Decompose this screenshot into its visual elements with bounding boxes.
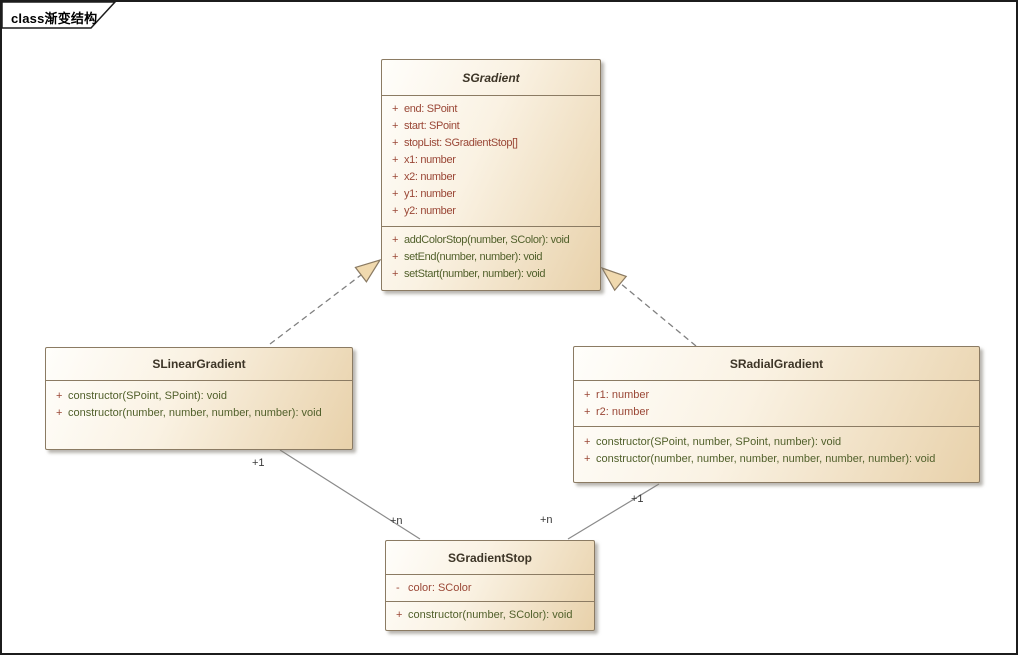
attribute-label: x2: number: [404, 171, 456, 183]
visibility-sign: +: [392, 188, 399, 200]
visibility-sign: +: [392, 251, 399, 263]
visibility-sign: +: [396, 609, 403, 621]
visibility-sign: +: [392, 137, 399, 149]
multiplicity-label-radial-target: +n: [540, 514, 553, 526]
method-label: setStart(number, number): void: [404, 268, 546, 280]
visibility-sign: +: [392, 268, 399, 280]
attribute-row[interactable]: + x1: number: [382, 152, 600, 169]
method-label: constructor(SPoint, SPoint): void: [68, 390, 227, 402]
class-box-slineargradient[interactable]: SLinearGradient + constructor(SPoint, SPo…: [45, 347, 353, 450]
methods-compartment: + addColorStop(number, SColor): void + set…: [382, 227, 600, 291]
visibility-sign: +: [392, 205, 399, 217]
attributes-compartment: + end: SPoint + start: SPoint + stopList: S…: [382, 96, 600, 227]
attribute-row[interactable]: + y2: number: [382, 203, 600, 220]
realization-radial-to-sgradient[interactable]: [600, 266, 697, 347]
method-row[interactable]: + constructor(number, SColor): void: [386, 607, 594, 624]
methods-compartment: + constructor(number, SColor): void: [386, 602, 594, 630]
attribute-label: y2: number: [404, 205, 456, 217]
visibility-sign: -: [396, 582, 400, 594]
class-name-label: SRadialGradient: [729, 356, 824, 371]
attribute-label: start: SPoint: [404, 120, 460, 132]
multiplicity-label-linear-target: +n: [390, 515, 403, 527]
frame-tab: [2, 2, 117, 29]
attribute-label: color: SColor: [408, 582, 472, 594]
visibility-sign: +: [584, 436, 591, 448]
attribute-row[interactable]: + start: SPoint: [382, 118, 600, 135]
frame-tab-label: class渐变结构: [11, 11, 98, 26]
class-box-sradialgradient[interactable]: SRadialGradient +r1: number +r2: number …: [573, 346, 980, 483]
association-radial-to-stop[interactable]: [567, 483, 660, 540]
attribute-label: r1: number: [596, 389, 650, 401]
attributes-compartment: + r1: number + r2: number: [574, 381, 979, 427]
method-row[interactable]: + constructor(number, number, number, num…: [46, 405, 352, 422]
class-title: SLinearGradient: [46, 348, 352, 381]
multiplicity-label-linear-source: +1: [252, 457, 265, 469]
visibility-sign: +: [392, 171, 399, 183]
association-linear-to-stop[interactable]: [279, 449, 421, 540]
realization-linear-to-sgradient[interactable]: [269, 258, 382, 345]
attribute-row[interactable]: -color: SColor: [386, 580, 594, 597]
generalization-arrow-icon: [600, 266, 628, 292]
visibility-sign: +: [584, 406, 591, 418]
method-label: constructor(SPoint, number, SPoint, numb…: [596, 436, 842, 448]
method-label: addColorStop(number, SColor): void: [404, 234, 570, 246]
visibility-sign: +: [392, 120, 399, 132]
class-name-label: SGradientStop: [447, 550, 532, 565]
methods-compartment: + constructor(SPoint, SPoint): void + cons…: [46, 381, 352, 449]
class-title: SGradient: [382, 60, 600, 96]
class-box-sgradient[interactable]: SGradient + end: SPoint + start: SPoint + s…: [381, 59, 601, 291]
attribute-label: x1: number: [404, 154, 456, 166]
class-box-sgradientstop[interactable]: SGradientStop -color: SColor + constructo…: [385, 540, 595, 631]
multiplicity-label-radial-source: +1: [631, 493, 644, 505]
method-row[interactable]: + addColorStop(number, SColor): void: [382, 232, 600, 249]
class-name-label: SLinearGradient: [152, 357, 246, 371]
visibility-sign: +: [56, 407, 63, 419]
attribute-row[interactable]: + y1: number: [382, 186, 600, 203]
method-label: constructor(number, number, number, numb…: [68, 407, 322, 419]
method-label: setEnd(number, number): void: [404, 251, 543, 263]
attributes-compartment: -color: SColor: [386, 575, 594, 602]
method-row[interactable]: + setStart(number, number): void: [382, 266, 600, 283]
visibility-sign: +: [56, 390, 63, 402]
attribute-label: end: SPoint: [404, 103, 458, 115]
class-name-label: SGradient: [462, 70, 520, 85]
method-label: constructor(number, SColor): void: [408, 609, 573, 621]
method-row[interactable]: + setEnd(number, number): void: [382, 249, 600, 266]
attribute-row[interactable]: + stopList: SGradientStop[]: [382, 135, 600, 152]
attribute-label: y1: number: [404, 188, 456, 200]
visibility-sign: +: [392, 154, 399, 166]
visibility-sign: +: [392, 234, 399, 246]
attribute-row[interactable]: + end: SPoint: [382, 101, 600, 118]
attribute-label: stopList: SGradientStop[]: [404, 137, 518, 149]
attribute-label: r2: number: [596, 406, 650, 418]
method-row[interactable]: + constructor(SPoint, number, SPoint, num…: [574, 434, 979, 451]
method-row[interactable]: + constructor(SPoint, SPoint): void: [46, 388, 352, 405]
method-label: constructor(number, number, number, numb…: [596, 453, 936, 465]
visibility-sign: +: [584, 453, 591, 465]
methods-compartment: + constructor(SPoint, number, SPoint, num…: [574, 427, 979, 482]
class-title: SRadialGradient: [574, 347, 979, 381]
visibility-sign: +: [392, 103, 399, 115]
method-row[interactable]: + constructor(number, number, number, num…: [574, 451, 979, 468]
generalization-arrow-icon: [354, 258, 382, 283]
visibility-sign: +: [584, 389, 591, 401]
class-title: SGradientStop: [386, 541, 594, 575]
attribute-row[interactable]: + r1: number: [574, 387, 979, 404]
attribute-row[interactable]: + x2: number: [382, 169, 600, 186]
attribute-row[interactable]: + r2: number: [574, 404, 979, 421]
